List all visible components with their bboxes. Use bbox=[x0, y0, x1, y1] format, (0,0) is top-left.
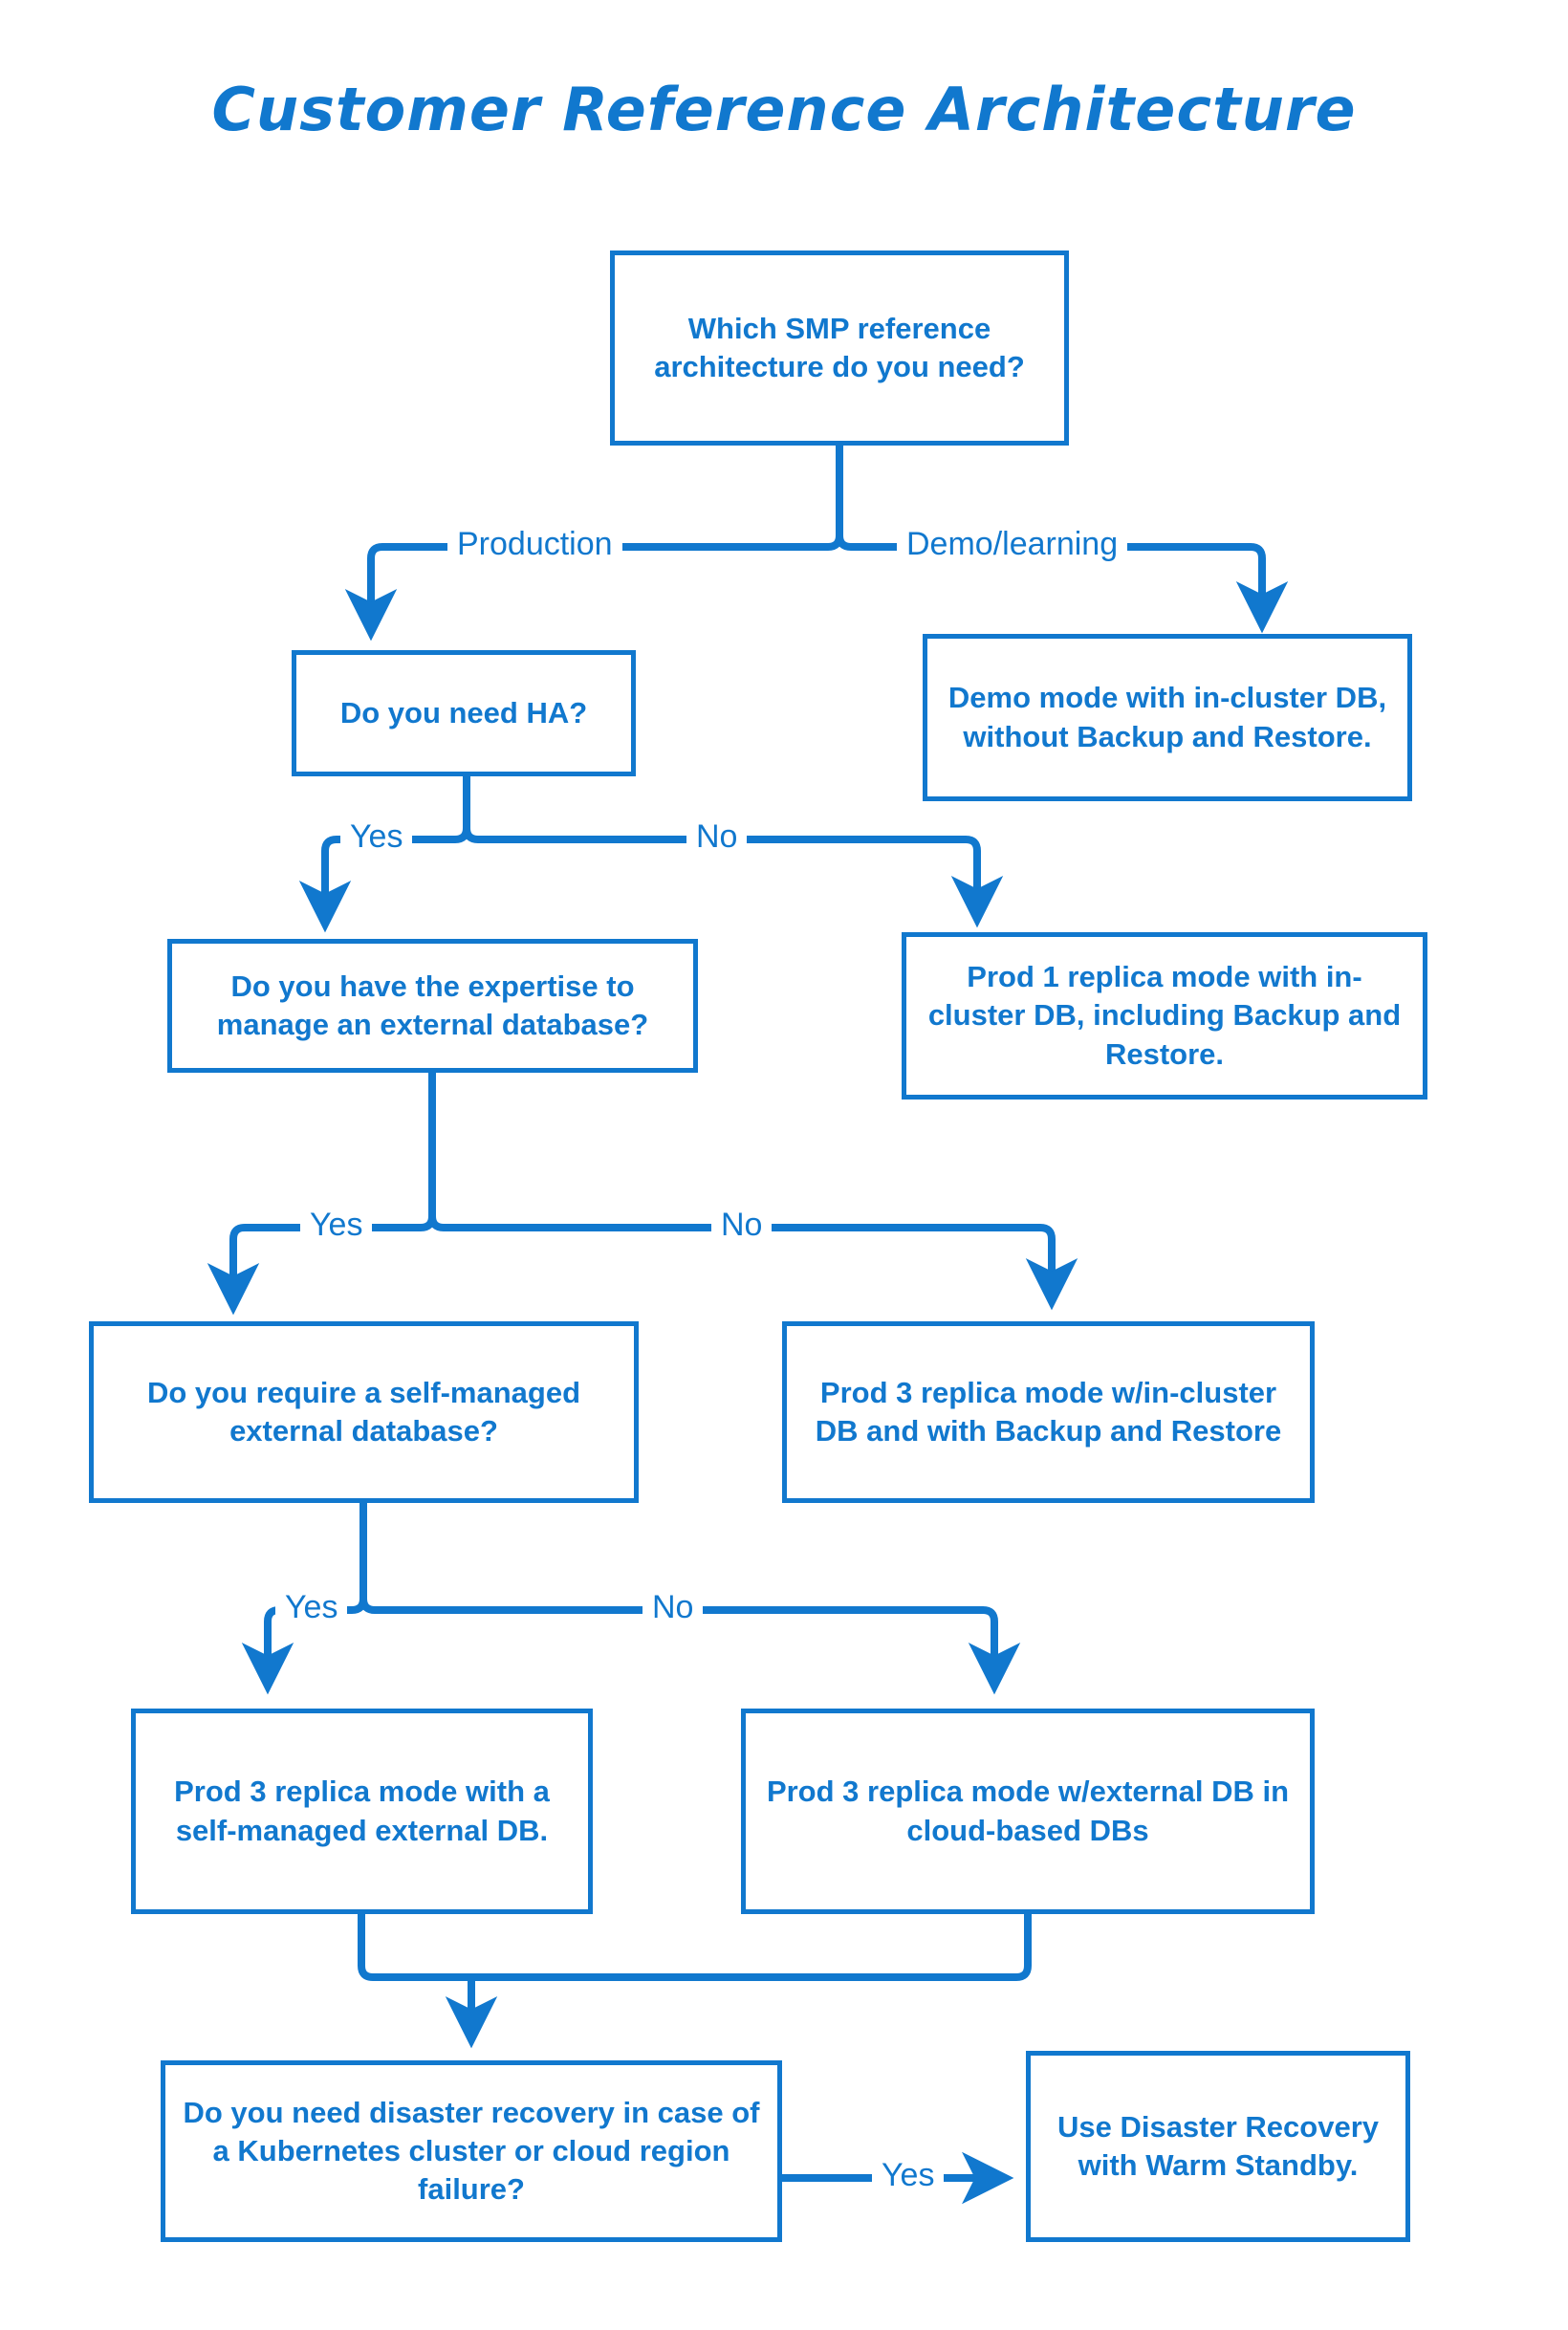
node-prod3-replica-in-cluster-db[interactable]: Prod 3 replica mode w/in-cluster DB and … bbox=[782, 1321, 1315, 1503]
node-label: Do you have the expertise to manage an e… bbox=[216, 969, 649, 1041]
edge-label-dr-yes: Yes bbox=[872, 2159, 945, 2191]
edge-label-ha-yes: Yes bbox=[340, 820, 413, 853]
node-label: Use Disaster Recovery with Warm Standby. bbox=[1056, 2109, 1380, 2182]
edge-expertise-to-prod3in bbox=[428, 1073, 1078, 1311]
node-prod1-replica-in-cluster-db[interactable]: Prod 1 replica mode with in-cluster DB, … bbox=[902, 932, 1427, 1100]
edge-label-selfmanaged-no: No bbox=[642, 1591, 704, 1623]
node-prod3-replica-self-managed-external-db[interactable]: Prod 3 replica mode with a self-managed … bbox=[131, 1709, 593, 1914]
node-prod3-replica-cloud-based-db[interactable]: Prod 3 replica mode w/external DB in clo… bbox=[741, 1709, 1315, 1914]
node-label: Prod 1 replica mode with in-cluster DB, … bbox=[927, 960, 1402, 1071]
node-do-you-need-ha[interactable]: Do you need HA? bbox=[292, 650, 636, 776]
node-label: Do you need HA? bbox=[339, 695, 588, 729]
node-do-you-need-disaster-recovery[interactable]: Do you need disaster recovery in case of… bbox=[161, 2060, 782, 2242]
edge-prod3self-to-dr bbox=[358, 1914, 471, 1981]
node-do-you-have-expertise-external-db[interactable]: Do you have the expertise to manage an e… bbox=[167, 939, 698, 1073]
edge-selfmanaged-to-prod3self bbox=[241, 1503, 367, 1695]
node-label: Demo mode with in-cluster DB, without Ba… bbox=[947, 681, 1387, 753]
node-label: Do you need disaster recovery in case of… bbox=[183, 2095, 760, 2207]
node-label: Prod 3 replica mode w/in-cluster DB and … bbox=[815, 1375, 1282, 1448]
edge-label-demo-learning: Demo/learning bbox=[897, 528, 1128, 560]
edge-label-expertise-yes: Yes bbox=[300, 1209, 373, 1241]
node-use-disaster-recovery-warm-standby[interactable]: Use Disaster Recovery with Warm Standby. bbox=[1026, 2051, 1410, 2242]
node-label: Prod 3 replica mode w/external DB in clo… bbox=[766, 1775, 1290, 1847]
node-label: Which SMP reference architecture do you … bbox=[654, 311, 1025, 383]
page-title: Customer Reference Architecture bbox=[211, 75, 1357, 144]
edge-root-to-demo bbox=[836, 446, 1289, 634]
edge-label-selfmanaged-yes: Yes bbox=[275, 1591, 348, 1623]
edge-label-production: Production bbox=[447, 528, 622, 560]
edge-prod3cloud-to-dr bbox=[471, 1914, 1032, 1981]
edge-expertise-to-selfmanaged bbox=[207, 1073, 436, 1316]
node-label: Prod 3 replica mode with a self-managed … bbox=[174, 1775, 550, 1847]
edge-label-expertise-no: No bbox=[711, 1209, 773, 1241]
node-label: Do you require a self-managed external d… bbox=[146, 1375, 581, 1448]
node-which-smp-reference-architecture[interactable]: Which SMP reference architecture do you … bbox=[610, 250, 1069, 446]
edge-label-ha-no: No bbox=[686, 820, 748, 853]
node-demo-mode-in-cluster-db[interactable]: Demo mode with in-cluster DB, without Ba… bbox=[923, 634, 1412, 801]
node-do-you-require-self-managed-external-db[interactable]: Do you require a self-managed external d… bbox=[89, 1321, 639, 1503]
edge-selfmanaged-to-prod3cloud bbox=[359, 1503, 1021, 1695]
